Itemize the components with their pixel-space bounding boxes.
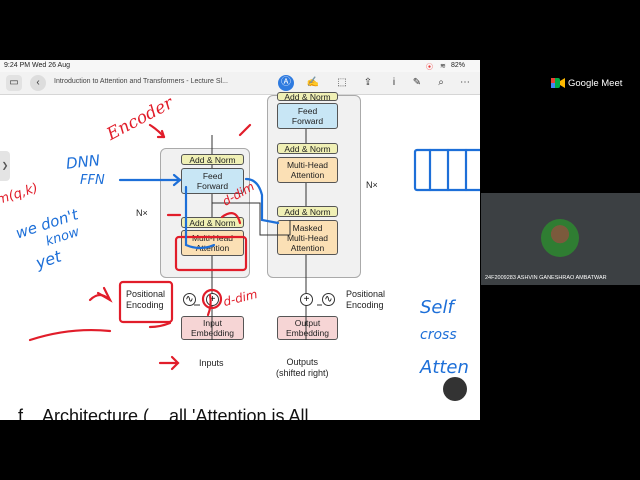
shared-screen: 9:24 PM Wed 26 Aug ⦿ ≋ 82% ▭ ‹ Introduct… — [0, 60, 480, 420]
side-panel-handle-icon[interactable]: ❯ — [0, 151, 10, 181]
record-icon: ⦿ — [426, 64, 433, 71]
annotation-self: Self — [420, 297, 454, 318]
decoder-masked-multi-head-attention: Masked Multi-Head Attention — [277, 220, 338, 255]
encoder-sine-icon: ∿ — [183, 293, 196, 306]
encoder-multi-head-attention: Multi-Head Attention — [181, 230, 244, 256]
decoder-sine-icon: ∿ — [322, 293, 335, 306]
decoder-add-norm-bottom: Add & Norm — [277, 206, 338, 217]
decoder-multi-head-attention: Multi-Head Attention — [277, 157, 338, 183]
sidebar-toggle-icon[interactable]: ▭ — [6, 75, 22, 91]
encoder-positional-encoding-label: Positional Encoding — [126, 289, 166, 310]
slide-footer-text: f... Architecture (... all 'Attention is… — [18, 406, 309, 420]
info-icon[interactable]: i — [392, 77, 396, 88]
participant-name: 24F2009283 ASHVIN GANESHRAO AMBATWAR — [485, 275, 607, 281]
more-icon[interactable]: ⋯ — [460, 77, 470, 88]
output-embedding: Output Embedding — [277, 316, 338, 340]
back-button-icon[interactable]: ‹ — [30, 75, 46, 91]
slide-canvas: ❯ Add & Norm Feed Forward Add & Norm Mul… — [0, 92, 480, 420]
decoder-add-norm-top: Add & Norm — [277, 92, 338, 102]
status-time: 9:24 PM — [4, 62, 31, 69]
encoder-add-norm-bottom: Add & Norm — [181, 217, 244, 228]
document-title: Introduction to Attention and Transforme… — [54, 78, 228, 85]
signature-icon[interactable]: ✍ — [306, 77, 320, 88]
encoder-nx-label: N× — [136, 208, 148, 218]
outputs-label: Outputs (shifted right) — [276, 357, 329, 378]
wifi-icon: ≋ — [440, 63, 446, 70]
share-icon[interactable]: ⇪ — [363, 77, 373, 88]
markup-icon[interactable]: ✎ — [412, 77, 422, 88]
participant-avatar — [541, 219, 579, 257]
ipad-status-bar: 9:24 PM Wed 26 Aug ⦿ ≋ 82% — [0, 60, 480, 72]
pencil-tool-icon[interactable] — [443, 377, 467, 401]
encoder-add-norm-top: Add & Norm — [181, 154, 244, 165]
decoder-feed-forward: Feed Forward — [277, 103, 338, 129]
crop-icon[interactable]: ⬚ — [337, 77, 347, 88]
battery-level: 82% — [451, 62, 466, 69]
decoder-positional-encoding-label: Positional Encoding — [346, 289, 386, 310]
annotation-ffn: FFN — [80, 173, 105, 188]
participant-tile[interactable]: 24F2009283 ASHVIN GANESHRAO AMBATWAR — [481, 193, 640, 285]
annotation-cross: cross — [420, 327, 457, 343]
diagram-connectors — [28, 123, 480, 371]
markup-pen-icon[interactable]: Ⓐ — [278, 75, 294, 91]
search-icon[interactable]: ⌕ — [438, 77, 444, 88]
document-toolbar: ▭ ‹ Introduction to Attention and Transf… — [0, 72, 480, 95]
inputs-label: Inputs — [199, 358, 224, 368]
google-meet-title: Google Meet — [568, 78, 623, 89]
decoder-nx-label: N× — [366, 180, 378, 190]
status-date: Wed 26 Aug — [32, 62, 71, 69]
google-meet-icon — [551, 78, 565, 88]
decoder-add-norm-mid: Add & Norm — [277, 143, 338, 154]
annotation-atten: Atten — [420, 357, 469, 378]
annotation-dnn: DNN — [65, 151, 101, 173]
encoder-feed-forward: Feed Forward — [181, 168, 244, 194]
